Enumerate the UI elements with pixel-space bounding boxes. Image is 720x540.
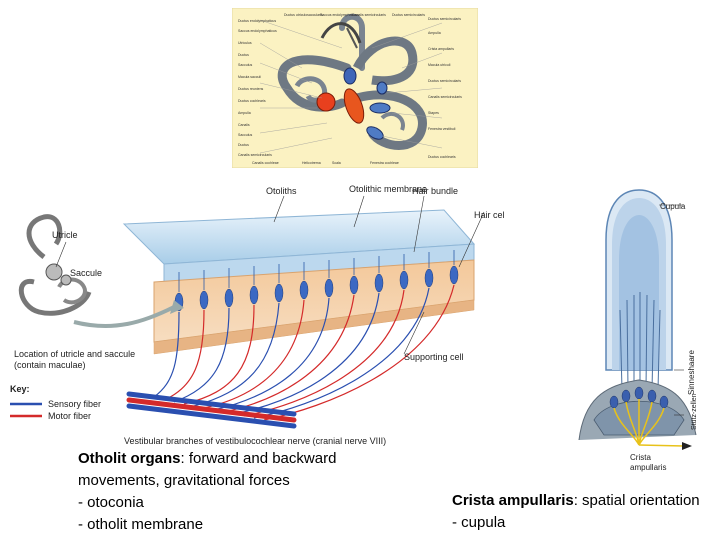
- location-sub-label: (contain maculae): [14, 360, 86, 370]
- fig-label: Ductus utriculosaccularis: [284, 13, 323, 17]
- fig-label: Helicotrema: [302, 161, 321, 165]
- otoliths-label: Otoliths: [266, 186, 297, 196]
- fig-label: Saccus endolymphaticus: [320, 13, 359, 17]
- caption-crista-bullet1: - cupula: [452, 514, 506, 531]
- fig-label: Ductus semicircularis: [428, 17, 461, 21]
- fig-label: Macula utriculi: [428, 63, 451, 67]
- crista-label-2: ampullaris: [630, 463, 666, 472]
- location-label: Location of utricle and saccule: [14, 349, 135, 359]
- hair-cells: [609, 386, 669, 409]
- fig-label: Canalis semicircularis: [428, 95, 462, 99]
- fig-label: Sacculus: [238, 133, 252, 137]
- inner-ear-inset: [18, 214, 184, 329]
- sinneshaare-label: Sinneshaare: [687, 350, 696, 395]
- caption-crista-ampullaris: Crista ampullaris: spatial orientation -…: [452, 490, 700, 534]
- caption-otolith-title: Otholit organs: forward and backward: [78, 448, 336, 470]
- otolith-diagram: Otoliths Otolithic membrane Hair bundle …: [10, 184, 507, 446]
- utricle-label: Utricle: [52, 230, 78, 240]
- fig-label: Sacculus: [238, 63, 252, 67]
- fig-label: Canalis: [238, 123, 250, 127]
- fig-label: Ductus cochlearis: [428, 155, 456, 159]
- otolith-title-bold: Otholit organs: [78, 450, 181, 467]
- fig-label: Canalis semicircularis: [352, 13, 386, 17]
- vestibular-nerve: [126, 391, 297, 429]
- fig-label: Ductus semicircularis: [428, 79, 461, 83]
- fig-label: Ductus endolymphaticus: [238, 19, 276, 23]
- fig-label: Stapes: [428, 111, 439, 115]
- caption-crista-title: Crista ampullaris: spatial orientation: [452, 490, 700, 512]
- hair-cell-label: Hair cell: [474, 210, 504, 220]
- labyrinth-diagram: Ductus endolymphaticus Saccus endolympha…: [231, 7, 479, 169]
- fig-label: Fenestra vestibuli: [428, 127, 456, 131]
- saccule-label: Saccule: [70, 268, 102, 278]
- fig-label: Ampulla: [238, 111, 251, 115]
- sensory-hairs: [619, 292, 661, 391]
- fig-label: Scala: [332, 161, 341, 165]
- fig-label: Saccus endolymphaticus: [238, 29, 277, 33]
- nerve-label: Vestibular branches of vestibulocochlear…: [124, 436, 386, 446]
- hair-bundles: [178, 250, 455, 292]
- fig-label: Crista ampullaris: [428, 47, 454, 51]
- fig-label: Ampulla: [428, 31, 441, 35]
- fig-label: Ductus cochlearis: [238, 99, 266, 103]
- fig-label: Utriculus: [238, 41, 252, 45]
- key-title: Key:: [10, 384, 30, 394]
- fig-label: Ductus: [238, 53, 249, 57]
- crista-title-rest: : spatial orientation: [573, 492, 700, 509]
- fig-label: Ductus reuniens: [238, 87, 264, 91]
- caption-otolith-bullet1: - otoconia: [78, 494, 144, 511]
- key-motor-label: Motor fiber: [48, 411, 91, 421]
- key-sensory-label: Sensory fiber: [48, 399, 101, 409]
- crista-title-bold: Crista ampullaris: [452, 492, 574, 509]
- caption-otolith-line2: movements, gravitational forces: [78, 472, 290, 489]
- fig-label: Canalis cochleae: [252, 161, 279, 165]
- hair-cells: [174, 265, 459, 312]
- caption-otolith-bullet2: - otholit membrane: [78, 516, 204, 533]
- otolith-figure: Otoliths Otolithic membrane Hair bundle …: [4, 182, 507, 452]
- labyrinth-figure: Ductus endolymphaticus Saccus endolympha…: [231, 7, 479, 169]
- fig-label: Ductus: [238, 143, 249, 147]
- crista-diagram: Cupula Sinneshaare Stütz-zellen Crista a…: [564, 180, 716, 476]
- cupula-label: Cupula: [660, 202, 686, 211]
- otolithic-membrane-label: Otolithic membrane: [349, 184, 427, 194]
- fig-label: Ductus semicircularis: [392, 13, 425, 17]
- supporting-cell-label: Supporting cell: [404, 352, 464, 362]
- fig-label: Macula sacculi: [238, 75, 261, 79]
- nerve-fibers: [613, 399, 685, 447]
- fig-label: Canalis semicircularis: [238, 153, 272, 157]
- hair-bundle-label: Hair bundle: [412, 186, 458, 196]
- stuetzzellen-label: Stütz-zellen: [691, 393, 698, 430]
- otolith-title-rest: : forward and backward: [180, 450, 337, 467]
- crista-label-1: Crista: [630, 453, 651, 462]
- fig-label: Fenestra cochleae: [370, 161, 399, 165]
- crista-figure: Cupula Sinneshaare Stütz-zellen Crista a…: [564, 180, 716, 476]
- caption-otolith-organs: Otholit organs: forward and backward mov…: [78, 448, 336, 536]
